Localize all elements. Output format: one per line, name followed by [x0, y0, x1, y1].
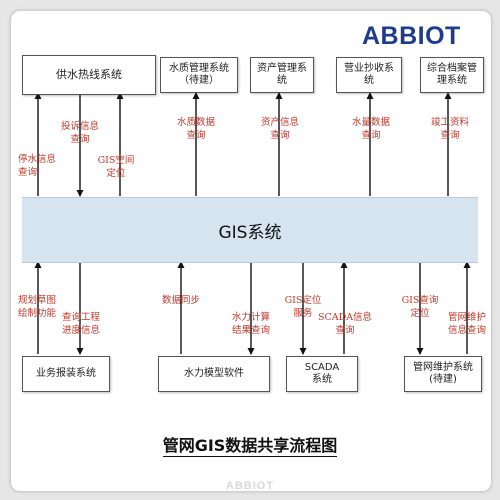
label-shuju-tongbu: 数据同步 — [161, 295, 200, 306]
box-zichan-guanli: 资产管理系 统 — [250, 57, 314, 93]
box-guanwang-weihu: 管网维护系统 (待建) — [404, 356, 482, 392]
label-tingshui-info: 停水信息 查询 — [18, 154, 57, 178]
gis-system-band: GIS系统 — [22, 197, 478, 263]
abbiot-watermark: ABBIOT — [225, 480, 275, 492]
label-gis-kongjian: GIS空间 定位 — [97, 155, 135, 179]
label-shuiliang-data: 水量数据 查询 — [351, 117, 390, 141]
label-guihua-caotu: 规划草图 绘制功能 — [18, 295, 57, 319]
label-weihu-info: 管网维护 信息查询 — [447, 312, 486, 336]
label-shuizhi-data: 水质数据 查询 — [176, 117, 215, 141]
label-scada-info: SCADA信息 查询 — [317, 312, 373, 336]
box-scada: SCADA 系统 — [286, 356, 358, 392]
label-gis-chaxun: GIS查询 定位 — [401, 295, 439, 319]
label-jungong-ziliao: 竣工资料 查询 — [430, 117, 469, 141]
label-shuili-jisuan: 水力计算 结果查询 — [231, 312, 270, 336]
box-shuizhi-guanli: 水质管理系统 （待建） — [160, 57, 238, 93]
label-gis-dingwei-fuwu: GIS定位 服务 — [284, 295, 322, 319]
label-zichan-info: 资产信息 查询 — [260, 117, 299, 141]
label-tousu-info: 投诉信息 查询 — [60, 121, 99, 145]
label-gongcheng-jindu: 查询工程 进度信息 — [61, 312, 100, 336]
box-yingye-chaoshou: 营业抄收系 统 — [336, 57, 402, 93]
box-yewu-baozhuang: 业务报装系统 — [22, 356, 110, 392]
box-zonghe-dangan: 综合档案管 理系统 — [420, 57, 484, 93]
box-shuili-moxing: 水力模型软件 — [158, 356, 270, 392]
box-gongshui-rexian: 供水热线系统 — [22, 55, 156, 95]
abbiot-logo: ABBIOT — [362, 22, 461, 50]
diagram-title-text: 管网GIS数据共享流程图 — [162, 436, 338, 457]
diagram-title: 管网GIS数据共享流程图 — [0, 432, 500, 457]
